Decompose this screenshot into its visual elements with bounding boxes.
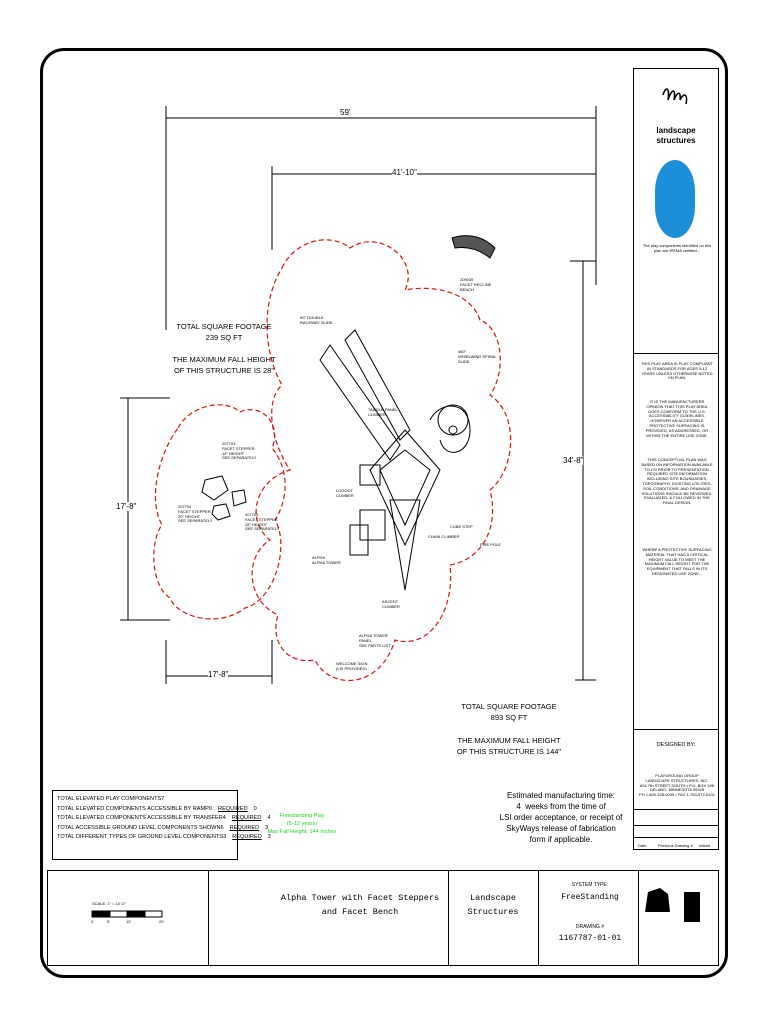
label-stepper-b: 207704 FACET STEPPER 20" HEIGHT SEE SEPA…: [178, 504, 213, 524]
dim-left-width: 17'-8": [208, 670, 229, 680]
right-footage-label: TOTAL SQUARE FOOTAGE: [461, 702, 557, 711]
label-stepper-c: 207705 FACET STEPPER 28" HEIGHT SEE SEPA…: [245, 512, 280, 532]
bottom-title-bar: [47, 870, 719, 966]
drawing-number-value: 1167787-01-01: [558, 934, 622, 943]
rev-header-drawing: Previous Drawing #: [658, 843, 693, 848]
components-table: TOTAL ELEVATED PLAY COMPONENTS 7 TOTAL E…: [52, 790, 271, 860]
label-chain-climber: CHAIN CLIMBER: [428, 534, 460, 539]
right-footage-value: 893 SQ FT: [490, 713, 528, 722]
drawing-title-line2: and Facet Bench: [321, 907, 399, 917]
company-line1: Landscape: [470, 893, 516, 903]
scale-tick-5: 5': [107, 919, 110, 924]
label-stepper-a: 207703 FACET STEPPER 14" HEIGHT SEE SEPA…: [222, 441, 257, 461]
right-fall-height-2: OF THIS STRUCTURE IS 144": [456, 747, 562, 756]
right-use-zone: [251, 239, 512, 682]
label-step: CUBE STEP: [450, 524, 473, 529]
system-type-label: SYSTEM TYPE:: [571, 882, 609, 888]
dim-inner-width: 41'-10": [392, 168, 417, 178]
scale-label: SCALE: 1" = 10'-0": [92, 901, 126, 906]
brand-name-line2: structures: [656, 136, 696, 145]
title-note-1: THIS PLAY AREA IS PLAY COMPLIANT IN STAN…: [641, 361, 713, 381]
title-note-4: WHERE A PROTECTIVE SURFACING MATERIAL TH…: [642, 547, 712, 576]
label-welcome-sign: WELCOME SIGN (LSI PROVIDED): [336, 661, 368, 671]
scale-tick-0: 0': [91, 919, 94, 924]
label-slide: 90° DOUBLE RACEWAY SLIDE: [300, 315, 333, 325]
drawing-sheet-border: [40, 48, 728, 978]
table-row: TOTAL DIFFERENT TYPES OF GROUND LEVEL CO…: [57, 834, 271, 841]
dim-right-height: 34'-8": [563, 456, 584, 466]
left-use-zone: [153, 404, 286, 620]
designer-block: PLAYGROUND GROUP LANDSCAPE STRUCTURES, I…: [639, 773, 715, 798]
label-pole: FIRE POLE: [480, 542, 501, 547]
drawing-title-line1: Alpha Tower with Facet Steppers: [280, 893, 440, 903]
rev-header-date: Date: [638, 843, 647, 848]
title-block: [633, 68, 719, 850]
table-row: TOTAL ELEVATED COMPONENTS ACCESSIBLE BY …: [57, 815, 271, 822]
brand-name-line1: landscape: [656, 126, 696, 135]
dim-left-height: 17'-8": [116, 502, 137, 512]
table-row: TOTAL ELEVATED COMPONENTS ACCESSIBLE BY …: [57, 805, 257, 812]
title-note-2: IT IS THE MANUFACTURERS OPINION THAT THI…: [645, 399, 709, 438]
table-row: TOTAL ELEVATED PLAY COMPONENTS 7: [57, 796, 165, 802]
label-roof: ALPHA TOWER PANEL SEE PARTS LIST: [359, 633, 391, 648]
label-panel-climber: TANGLE PANEL CLIMBER: [368, 407, 398, 417]
scale-tick-20: 20': [159, 919, 165, 924]
company-line2: Structures: [467, 907, 519, 917]
label-spiral-slide: 360° WHIRLWIND SPIRAL SLIDE: [458, 349, 497, 364]
left-footage-label: TOTAL SQUARE FOOTAGE: [176, 322, 272, 331]
label-climber-2: ASCENT CLIMBER: [382, 599, 400, 609]
designed-by-label: DESIGNED BY:: [656, 742, 696, 748]
label-bench: 209039 FACET RECLINE BENCH: [460, 277, 492, 292]
left-footage-value: 239 SQ FT: [205, 333, 243, 342]
scale-tick-10: 10': [126, 919, 132, 924]
seal-caption: The play components identified on this p…: [642, 243, 712, 253]
label-climber-1: LOGOOT CLIMBER: [336, 488, 354, 498]
rev-header-initials: Initials: [699, 843, 711, 848]
freestanding-note: Freestanding Play (5-12 years) Max Fall …: [267, 813, 337, 835]
certification-seal: [655, 160, 695, 238]
manufacturing-note: Estimated manufacturing time: 4 weeks fr…: [499, 791, 623, 844]
label-tower: ALPHA ALPHA TOWER: [312, 555, 341, 565]
title-note-3: THIS CONCEPTUAL PLAN WAS BASED ON INFORM…: [641, 457, 713, 506]
dim-overall-width: 59': [340, 108, 351, 118]
left-fall-height-2: OF THIS STRUCTURE IS 28": [173, 366, 275, 375]
right-fall-height-1: THE MAXIMUM FALL HEIGHT: [457, 736, 561, 745]
system-type-value: FreeStanding: [561, 893, 619, 902]
table-row: TOTAL ACCESSIBLE GROUND LEVEL COMPONENTS…: [57, 824, 269, 831]
drawing-number-label: DRAWING #: [575, 924, 605, 930]
left-fall-height-1: THE MAXIMUM FALL HEIGHT: [172, 355, 276, 364]
